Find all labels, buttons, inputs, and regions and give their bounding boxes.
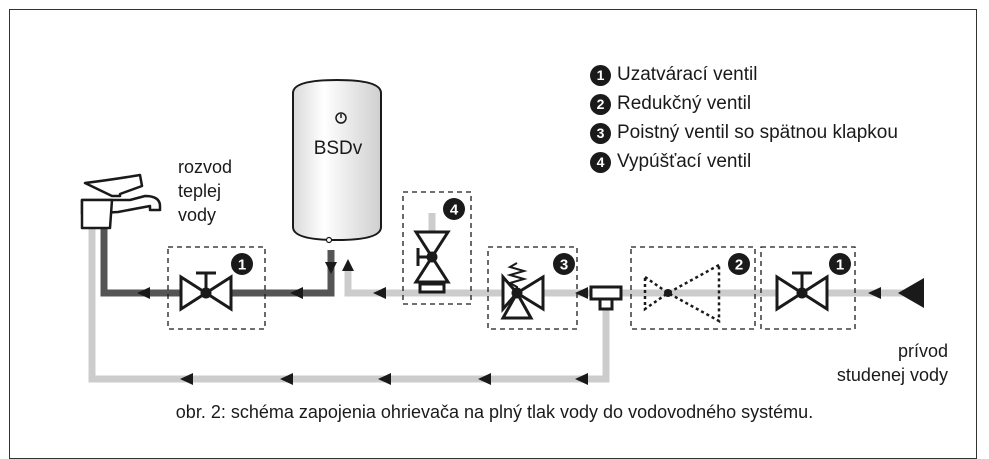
legend-text: Uzatvárací ventil	[617, 64, 758, 85]
return-flow-arrow	[180, 373, 193, 385]
cold-flow-arrow	[575, 287, 588, 299]
legend-badge: 4	[590, 151, 611, 173]
legend-badge: 3	[590, 122, 611, 144]
valve-2-frame	[630, 246, 756, 330]
hot-label-line: vody	[178, 205, 217, 225]
marker-v3: 3	[560, 257, 568, 274]
legend-text: Poistný ventil so spätnou klapkou	[617, 122, 898, 143]
reducing-valve-icon	[643, 262, 721, 324]
return-flow-arrow	[478, 373, 491, 385]
thermostat-icon	[335, 112, 347, 124]
heater-label: BSDv	[313, 138, 363, 159]
cold-flow-arrow	[373, 287, 386, 299]
cold-water-label: prívod studenej vody	[800, 339, 948, 387]
legend-item-drain: 4 Vypúšťací ventil	[590, 151, 751, 173]
water-heater	[292, 78, 382, 244]
hot-flow-arrow	[290, 287, 303, 299]
tee-fitting	[589, 285, 623, 311]
reducing-valve-center	[664, 289, 672, 297]
hot-water-pipe	[100, 225, 335, 297]
legend-item-reducing: 2 Redukčný ventil	[590, 93, 751, 115]
hot-label-line: rozvod	[178, 157, 233, 177]
figure-caption: obr. 2: schéma zapojenia ohrievača na pl…	[175, 402, 814, 422]
cold-label-line: prívod	[897, 341, 948, 361]
valve-3-frame	[487, 246, 578, 330]
hot-label-line: teplej	[178, 181, 222, 201]
valve-1b-frame	[760, 246, 856, 330]
legend-item-safety: 3 Poistný ventil so spätnou klapkou	[590, 122, 898, 144]
hot-flow-arrow	[137, 287, 150, 299]
flow-arrows	[137, 259, 924, 385]
legend-text: Vypúšťací ventil	[617, 151, 752, 172]
return-flow-arrow	[575, 373, 588, 385]
shutoff-valve-icon	[179, 271, 233, 312]
return-flow-arrow	[280, 373, 293, 385]
legend-item-shutoff: 1 Uzatvárací ventil	[590, 64, 757, 86]
marker-v1a: 1	[238, 257, 246, 274]
hot-outlet-arrow	[325, 262, 337, 274]
valve-group-frames	[167, 191, 856, 330]
hot-water-label: rozvod teplej vody	[178, 155, 232, 227]
marker-v2: 2	[735, 257, 743, 274]
safety-valve-icon	[500, 262, 545, 320]
return-flow-arrow	[378, 373, 391, 385]
legend-badge: 1	[590, 64, 611, 86]
cold-label-line: studenej vody	[836, 365, 948, 385]
plumbing-diagram: 1 4 3 2 1	[80, 78, 924, 385]
cold-flow-arrow	[868, 287, 881, 299]
cold-supply-arrow	[898, 278, 924, 308]
faucet-icon	[80, 173, 162, 230]
marker-v1b: 1	[836, 257, 844, 274]
cold-return-pipe	[88, 225, 610, 383]
drain-valve-icon	[413, 230, 451, 294]
cold-inlet-arrow	[342, 259, 354, 271]
legend-text: Redukčný ventil	[617, 93, 752, 114]
legend-badge: 2	[590, 93, 611, 115]
valve-number-markers: 1 4 3 2 1	[231, 198, 851, 275]
shutoff-valve-icon	[775, 271, 829, 312]
marker-v4: 4	[450, 202, 459, 219]
valve-1-frame	[167, 246, 266, 330]
